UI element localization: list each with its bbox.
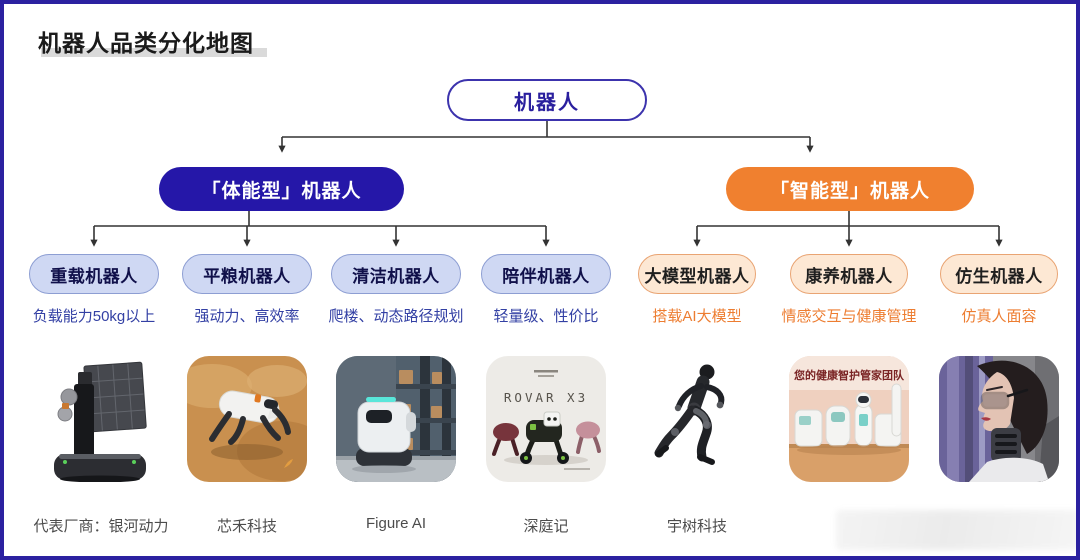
bionic-face-photo bbox=[939, 356, 1059, 482]
vendor-label-xinhe: 芯禾科技 bbox=[216, 518, 277, 535]
desc-companion: 轻量级、性价比 bbox=[493, 308, 599, 325]
vendor-label-galaxy: 代表厂商：银河动力 bbox=[33, 518, 169, 535]
desc-heavy-load: 负载能力50kg以上 bbox=[32, 308, 156, 325]
leaf-node-companion: 陪伴机器人 bbox=[481, 254, 611, 294]
desc-grain: 强动力、高效率 bbox=[194, 308, 300, 325]
heavy-load-robot-photo bbox=[34, 356, 154, 482]
root-node-robot: 机器人 bbox=[447, 79, 647, 121]
desc-large-model: 搭载AI大模型 bbox=[652, 308, 742, 325]
branch-node-intelligent: 「智能型」机器人 bbox=[726, 167, 974, 211]
leaf-node-grain: 平粮机器人 bbox=[182, 254, 312, 294]
figure-warehouse-robot-photo bbox=[336, 356, 456, 482]
branch-node-physical: 「体能型」机器人 bbox=[159, 167, 404, 211]
page-title: 机器人品类分化地图 bbox=[38, 30, 254, 56]
desc-health-care: 情感交互与健康管理 bbox=[781, 308, 917, 325]
leaf-node-bionic: 仿生机器人 bbox=[940, 254, 1058, 294]
leaf-node-large-model: 大模型机器人 bbox=[638, 254, 756, 294]
grain-quadruped-photo bbox=[187, 356, 307, 482]
desc-bionic: 仿真人面容 bbox=[961, 308, 1037, 325]
desc-cleaning: 爬楼、动态路径规划 bbox=[328, 308, 464, 325]
leaf-node-health-care: 康养机器人 bbox=[790, 254, 908, 294]
title-underline bbox=[41, 48, 267, 57]
leaf-node-cleaning: 清洁机器人 bbox=[331, 254, 461, 294]
care-banner-text: 您的健康智护管家团队 bbox=[794, 368, 905, 382]
unitree-humanoid-photo bbox=[637, 356, 757, 482]
watermark-smudge bbox=[836, 510, 1076, 550]
care-team-photo: 您的健康智护管家团队 bbox=[789, 356, 909, 482]
leaf-node-heavy-load: 重载机器人 bbox=[29, 254, 159, 294]
vendor-label-unitree: 宇树科技 bbox=[666, 518, 727, 535]
vendor-label-shentingji: 深庭记 bbox=[523, 518, 569, 535]
vendor-label-figure: Figure AI bbox=[365, 515, 427, 532]
rovar-model-text: ROVAR X3 bbox=[504, 390, 588, 405]
rovar-x3-photo: ROVAR X3 bbox=[486, 356, 606, 482]
glasses bbox=[980, 391, 1010, 410]
